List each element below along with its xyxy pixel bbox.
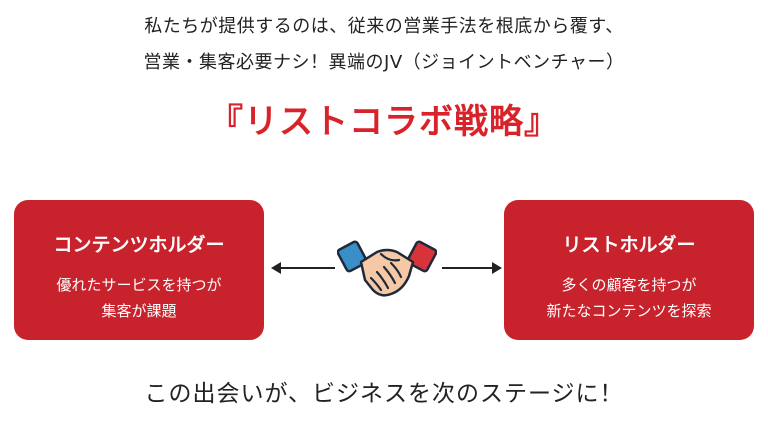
- list-holder-desc-line-1: 多くの顧客を持つが: [561, 276, 697, 294]
- list-holder-card: リストホルダー 多くの顧客を持つが 新たなコンテンツを探索: [504, 200, 754, 340]
- content-holder-title: コンテンツホルダー: [53, 234, 225, 256]
- list-holder-description: 多くの顧客を持つが 新たなコンテンツを探索: [504, 272, 754, 324]
- intro-line-2: 営業・集客必要ナシ！異端のJV（ジョイントベンチャー）: [143, 52, 625, 73]
- content-holder-desc-line-1: 優れたサービスを持つが: [56, 276, 222, 294]
- strategy-title: 『リストコラボ戦略』: [209, 102, 559, 142]
- right-arrow-head: [492, 262, 502, 274]
- left-arrow-head: [271, 262, 281, 274]
- content-holder-card: コンテンツホルダー 優れたサービスを持つが 集客が課題: [14, 200, 264, 340]
- content-holder-desc-line-2: 集客が課題: [101, 302, 177, 320]
- list-holder-title: リストホルダー: [562, 234, 696, 256]
- handshake-icon: [337, 240, 437, 297]
- right-arrow-line: [442, 267, 494, 269]
- list-holder-desc-line-2: 新たなコンテンツを探索: [546, 302, 712, 320]
- closing-message: この出会いが、ビジネスを次のステージに！: [144, 381, 624, 407]
- left-arrow-line: [277, 267, 335, 269]
- content-holder-description: 優れたサービスを持つが 集客が課題: [14, 272, 264, 324]
- intro-line-1: 私たちが提供するのは、従来の営業手法を根底から覆す、: [144, 16, 624, 37]
